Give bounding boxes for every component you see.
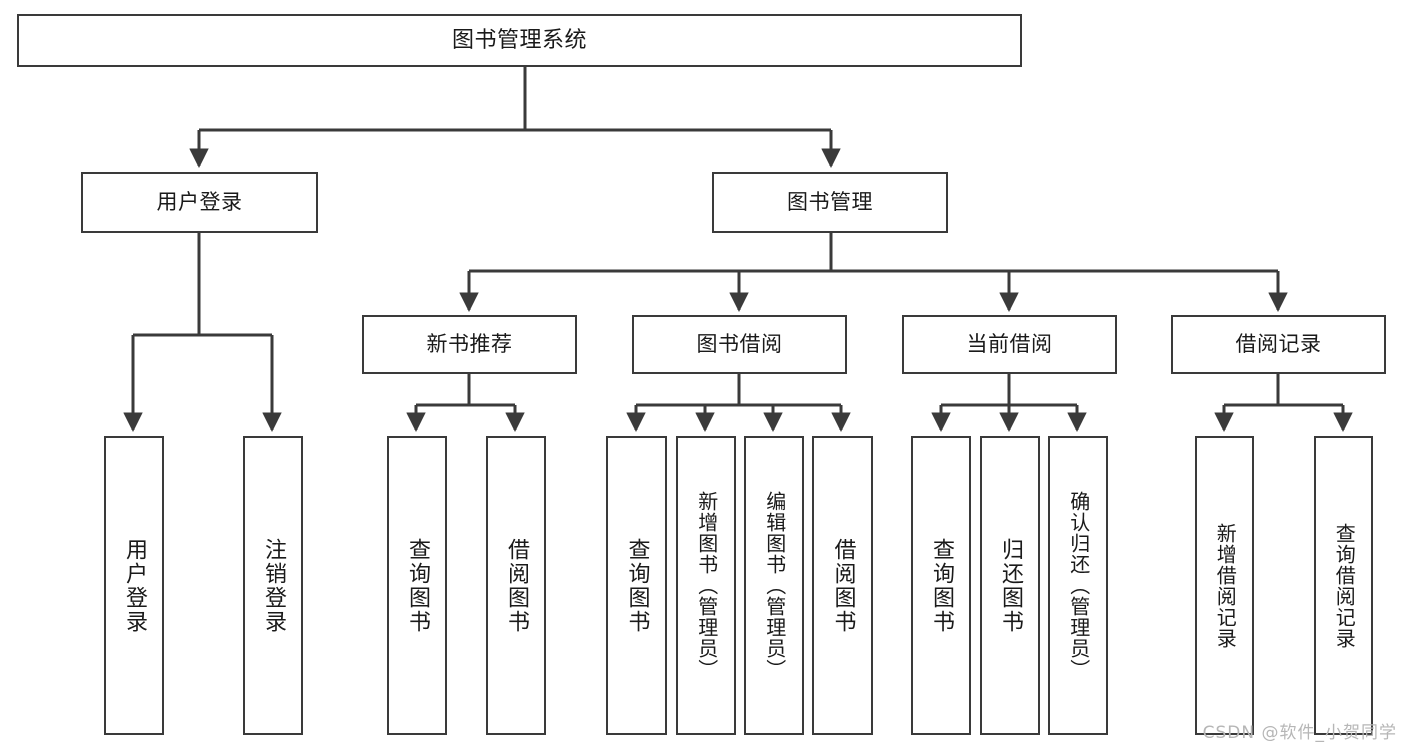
node-leaf-borrow-book-2[interactable]: 借阅图书 (812, 436, 873, 735)
node-label: 用户登录 (121, 537, 147, 634)
node-label: 新增借阅记录 (1213, 522, 1238, 649)
node-leaf-query-book-1[interactable]: 查询图书 (387, 436, 447, 735)
node-book-borrow[interactable]: 图书借阅 (632, 315, 847, 374)
node-leaf-logout[interactable]: 注销登录 (243, 436, 303, 735)
node-leaf-confirm-return[interactable]: 确认归还（管理员） (1048, 436, 1108, 735)
node-new-book-rec[interactable]: 新书推荐 (362, 315, 577, 374)
node-leaf-query-record[interactable]: 查询借阅记录 (1314, 436, 1373, 735)
node-leaf-borrow-book-1[interactable]: 借阅图书 (486, 436, 546, 735)
node-label: 查询借阅记录 (1332, 522, 1357, 649)
node-leaf-query-book-2[interactable]: 查询图书 (606, 436, 667, 735)
node-label: 编辑图书（管理员） (762, 491, 787, 680)
node-leaf-return-book[interactable]: 归还图书 (980, 436, 1040, 735)
node-label: 用户登录 (156, 190, 243, 215)
node-leaf-user-login[interactable]: 用户登录 (104, 436, 164, 735)
node-label: 借阅图书 (503, 537, 529, 634)
node-label: 查询图书 (624, 537, 650, 634)
node-borrow-record[interactable]: 借阅记录 (1171, 315, 1386, 374)
node-label: 借阅记录 (1235, 332, 1322, 357)
node-label: 查询图书 (404, 537, 430, 634)
node-leaf-add-record[interactable]: 新增借阅记录 (1195, 436, 1254, 735)
node-leaf-add-book[interactable]: 新增图书（管理员） (676, 436, 736, 735)
node-user-login[interactable]: 用户登录 (81, 172, 318, 233)
node-current-borrow[interactable]: 当前借阅 (902, 315, 1117, 374)
node-label: 新增图书（管理员） (694, 491, 719, 680)
node-label: 新书推荐 (426, 332, 513, 357)
node-label: 查询图书 (928, 537, 954, 634)
node-label: 注销登录 (260, 537, 286, 634)
node-leaf-edit-book[interactable]: 编辑图书（管理员） (744, 436, 804, 735)
watermark-text: CSDN @软件_小贺同学 (1202, 723, 1397, 743)
node-label: 借阅图书 (830, 537, 856, 634)
node-label: 图书管理系统 (451, 27, 587, 53)
node-label: 当前借阅 (966, 332, 1053, 357)
node-leaf-query-book-3[interactable]: 查询图书 (911, 436, 971, 735)
node-label: 归还图书 (997, 537, 1023, 634)
node-label: 图书管理 (787, 190, 873, 215)
node-root-system[interactable]: 图书管理系统 (17, 14, 1022, 67)
node-book-manage[interactable]: 图书管理 (712, 172, 948, 233)
node-label: 确认归还（管理员） (1066, 491, 1091, 680)
node-label: 图书借阅 (696, 332, 783, 357)
